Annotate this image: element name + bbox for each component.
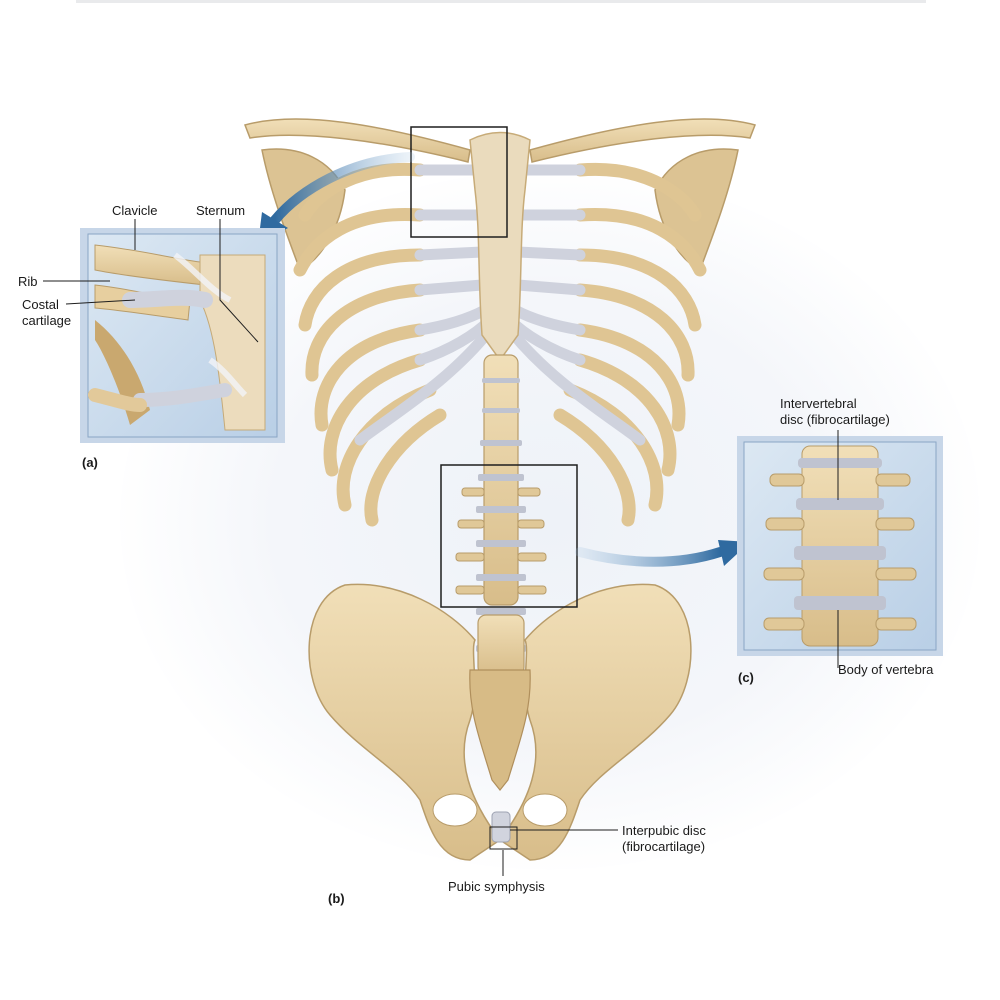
- rib-label: Rib: [18, 274, 38, 289]
- sternum-focus-box: [410, 126, 508, 238]
- clavicle-left: [244, 118, 471, 163]
- inset-a: [80, 228, 285, 443]
- arrow-to-panel-c: [575, 540, 750, 567]
- interpubic-disc-label-line1: Interpubic disc: [622, 823, 706, 838]
- intervertebral-disc-label-line1: Intervertebral: [780, 396, 857, 411]
- clavicle-right: [529, 118, 756, 163]
- spine-focus-box: [440, 464, 578, 608]
- pelvis: [308, 583, 692, 861]
- top-rule: [76, 0, 926, 3]
- vertebral-column: [455, 354, 547, 676]
- pubic-focus-box: [489, 826, 518, 850]
- costal-cartilage: [354, 164, 646, 446]
- body-of-vertebra-label: Body of vertebra: [838, 662, 934, 677]
- clavicle-label: Clavicle: [112, 203, 158, 218]
- pubic-symphysis-label: Pubic symphysis: [448, 879, 545, 894]
- sternum-label: Sternum: [196, 203, 246, 218]
- intervertebral-disc-label-line2: disc (fibrocartilage): [780, 412, 890, 427]
- ribs-right: [553, 162, 707, 527]
- interpubic-disc-label-line2: (fibrocartilage): [622, 839, 706, 854]
- panel-c-letter: (c): [738, 670, 754, 685]
- ribs-left: [293, 162, 447, 527]
- costal-cartilage-label-line1: Costal: [22, 297, 59, 312]
- inset-c: [737, 436, 943, 656]
- leader-lines: [43, 219, 839, 876]
- panel-a-letter: (a): [82, 455, 98, 470]
- sternum: [469, 131, 531, 362]
- costal-cartilage-label-line2: cartilage: [22, 313, 72, 328]
- panel-b-letter: (b): [328, 891, 345, 906]
